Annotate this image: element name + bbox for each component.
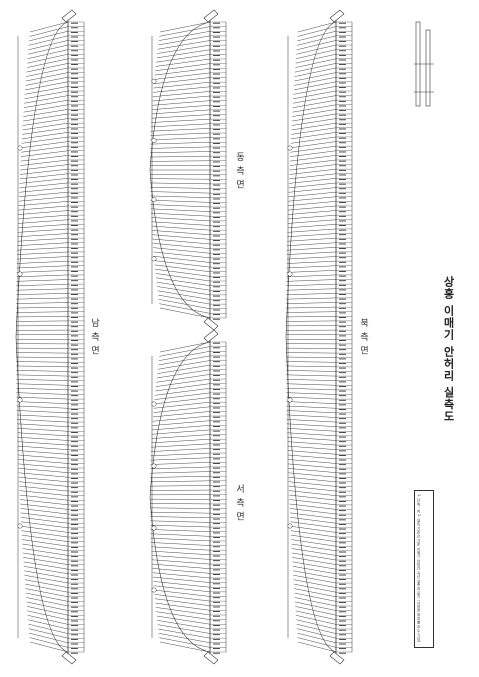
east-elevation-drawing <box>149 9 227 331</box>
section-legend <box>414 21 434 107</box>
south-view-label: 남 측 면 <box>89 318 99 356</box>
east-view-label: 동 측 면 <box>234 152 244 190</box>
drawing-title: 상흥 이매기 안허리 실측도 <box>442 276 455 423</box>
north-elevation-drawing <box>285 9 353 665</box>
north-view-label: 북 측 면 <box>358 318 368 356</box>
west-elevation-drawing <box>149 329 227 665</box>
notes-text: 1. 단위 : 치 2. 실측 기준선 기준 이매기 안허리 곡선 실측치 표기… <box>417 494 421 642</box>
south-elevation-drawing <box>15 9 85 665</box>
west-view-label: 서 측 면 <box>234 484 244 522</box>
notes-box: 1. 단위 : 치 2. 실측 기준선 기준 이매기 안허리 곡선 실측치 표기… <box>414 490 434 648</box>
